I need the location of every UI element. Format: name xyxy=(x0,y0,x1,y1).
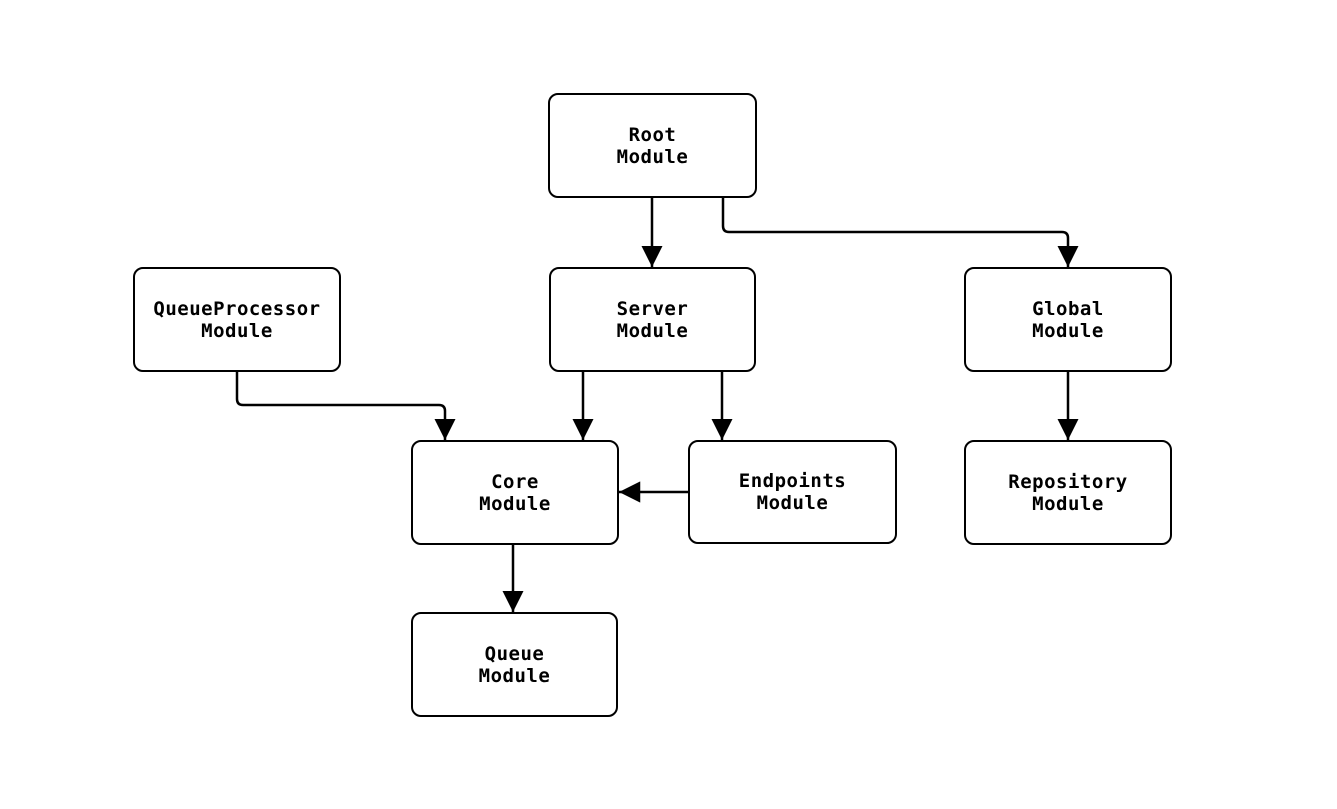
node-label: Global Module xyxy=(1032,297,1104,342)
node-root-module: Root Module xyxy=(548,93,757,198)
node-repository-module: Repository Module xyxy=(964,440,1172,545)
node-label: Core Module xyxy=(479,470,551,515)
node-label: Endpoints Module xyxy=(738,470,847,514)
edge-queueprocessor-to-core xyxy=(235,372,456,440)
node-label: QueueProcessor Module xyxy=(153,297,321,342)
node-endpoints-module: Endpoints Module xyxy=(688,440,897,544)
node-queue-module: Queue Module xyxy=(411,612,618,717)
node-label: Server Module xyxy=(616,297,689,342)
node-queueprocessor-module: QueueProcessor Module xyxy=(133,267,341,372)
node-server-module: Server Module xyxy=(549,267,756,372)
edge-root-to-global xyxy=(721,198,1079,267)
node-label: Root Module xyxy=(616,123,689,168)
node-core-module: Core Module xyxy=(411,440,619,545)
node-global-module: Global Module xyxy=(964,267,1172,372)
node-label: Repository Module xyxy=(1008,470,1128,515)
node-label: Queue Module xyxy=(478,642,551,687)
